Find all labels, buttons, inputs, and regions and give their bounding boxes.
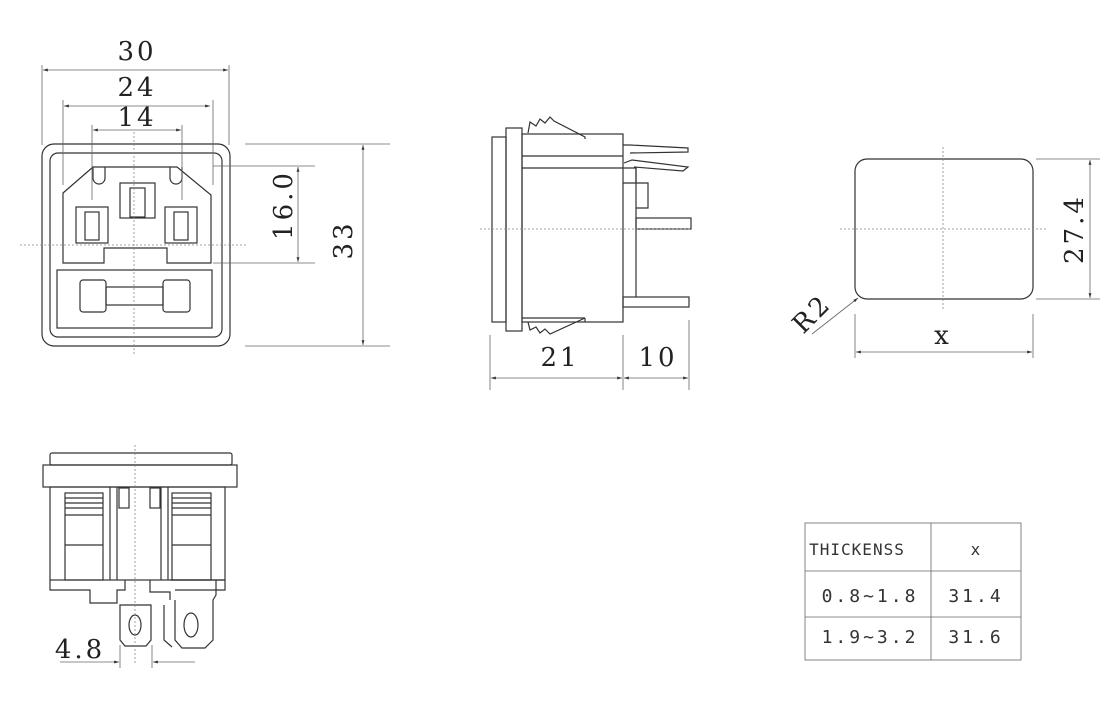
front-view: 30 24 14 16.0 33	[20, 37, 390, 355]
dim-socket-height: 16.0	[269, 170, 299, 240]
dim-pin-length: 10	[638, 343, 677, 373]
dim-pin-spacing: 14	[117, 103, 156, 133]
table-header-x: x	[971, 540, 982, 559]
dim-width-outer: 30	[117, 37, 156, 67]
dim-cutout-height: 27.4	[1060, 194, 1090, 264]
table-cell: 31.4	[948, 586, 1003, 607]
dim-cutout-width: x	[934, 321, 952, 351]
dim-width-socket: 24	[117, 73, 156, 103]
bottom-view: 4.8	[42, 445, 238, 668]
side-view: 21 10	[480, 116, 692, 390]
thickness-table: THICKENSS x 0.8~1.8 31.4 1.9~3.2 31.6	[804, 522, 1022, 661]
cutout-view: 27.4 x R2	[787, 147, 1100, 358]
dim-depth-body: 21	[540, 343, 579, 373]
dim-terminal-width: 4.8	[55, 635, 105, 665]
table-cell: 31.6	[948, 627, 1003, 648]
dim-height: 33	[329, 220, 359, 259]
corner-radius-label: R2	[787, 289, 838, 340]
table-header-thickness: THICKENSS	[809, 540, 905, 559]
table-cell: 1.9~3.2	[822, 627, 919, 648]
table-cell: 0.8~1.8	[822, 586, 919, 607]
